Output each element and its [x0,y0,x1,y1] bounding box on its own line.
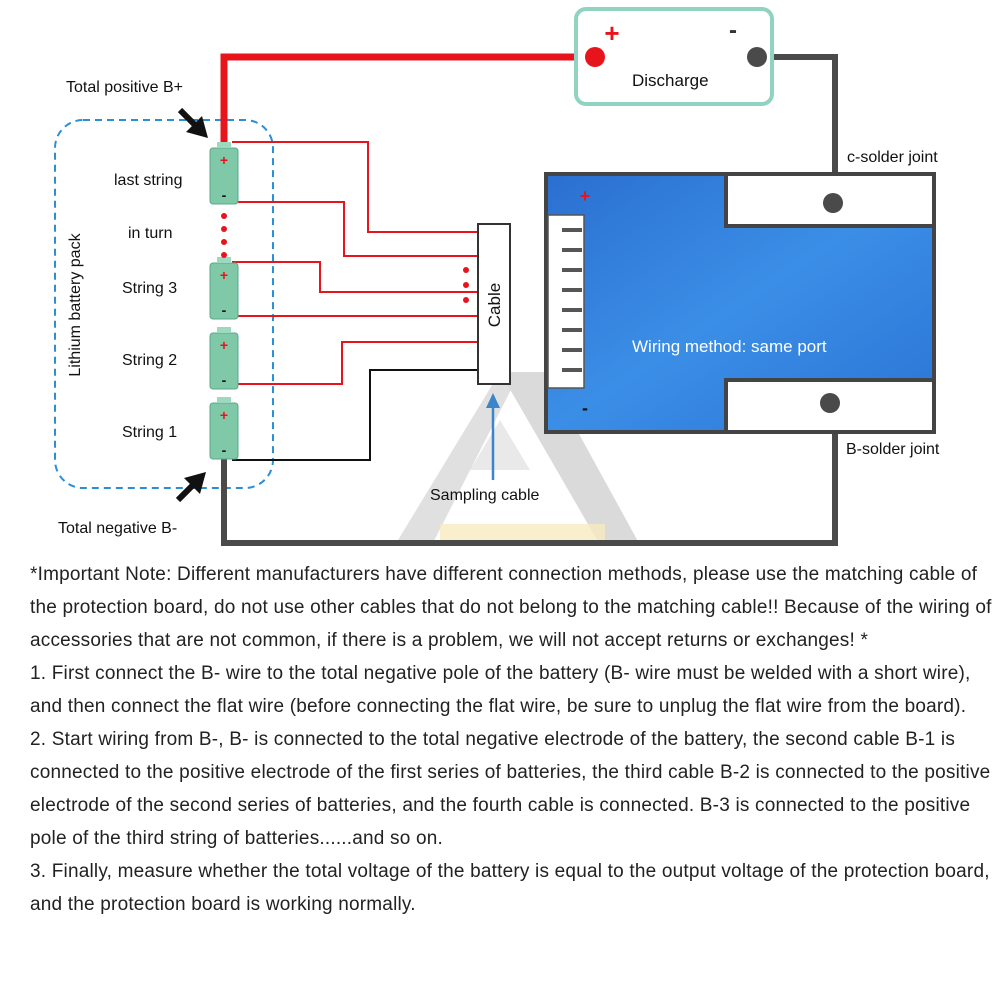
cable-label: Cable [485,283,504,327]
cell-polarity-marks: + - + - + - + - [220,152,228,458]
total-negative-wire [221,403,838,546]
board-minus: - [582,398,588,418]
discharge-negative-wire [757,54,838,203]
step-3: 3. Finally, measure whether the total vo… [30,861,990,915]
in-turn-label: in turn [128,225,172,242]
sampling-wires [232,141,478,461]
important-note: *Important Note: Different manufacturers… [30,564,992,651]
step-2: 2. Start wiring from B-, B- is connected… [30,729,991,849]
discharge-negative-terminal [747,47,767,67]
board-plus: + [580,186,591,206]
svg-text:+: + [220,152,228,168]
sampling-cable-label: Sampling cable [430,487,540,504]
sampling-arrow-head-icon [486,393,500,408]
battery-pack-outline [54,119,274,489]
b-solder-label: B-solder joint [846,441,940,458]
string2-label: String 2 [122,352,177,369]
discharge-minus: - [729,17,737,44]
svg-text:+: + [220,267,228,283]
svg-text:-: - [222,372,227,388]
pointer-arrow-positive-icon [177,107,208,138]
discharge-plus: + [604,18,619,48]
total-negative-label: Total negative B- [58,520,177,537]
c-solder-joint-terminal [823,193,843,213]
in-turn-dots [221,213,227,258]
battery-pack-label: Lithium battery pack [67,232,84,376]
b-solder-joint-terminal [820,393,840,413]
discharge-label: Discharge [632,71,709,90]
svg-text:+: + [220,407,228,423]
svg-text:+: + [220,337,228,353]
svg-text:-: - [222,187,227,203]
c-solder-label: c-solder joint [847,149,938,166]
svg-text:-: - [222,442,227,458]
total-positive-label: Total positive B+ [66,79,183,96]
positive-main-wire [220,53,595,148]
board-port [547,214,585,389]
svg-text:-: - [222,302,227,318]
cable-connector [477,223,511,385]
wiring-diagram: Lithium battery pack Cable Sampling cabl… [54,7,940,546]
instructions-text: *Important Note: Different manufacturers… [30,558,998,921]
wiring-method-label: Wiring method: same port [632,337,827,356]
step-1: 1. First connect the B- wire to the tota… [30,663,971,717]
discharge-box [574,7,774,106]
string3-label: String 3 [122,280,177,297]
last-string-label: last string [114,172,182,189]
string1-label: String 1 [122,424,177,441]
discharge-positive-terminal [585,47,605,67]
sampling-dots [463,267,469,303]
pointer-arrow-negative-icon [175,472,206,503]
board-port-pins [562,228,582,372]
battery-cells [209,142,239,460]
